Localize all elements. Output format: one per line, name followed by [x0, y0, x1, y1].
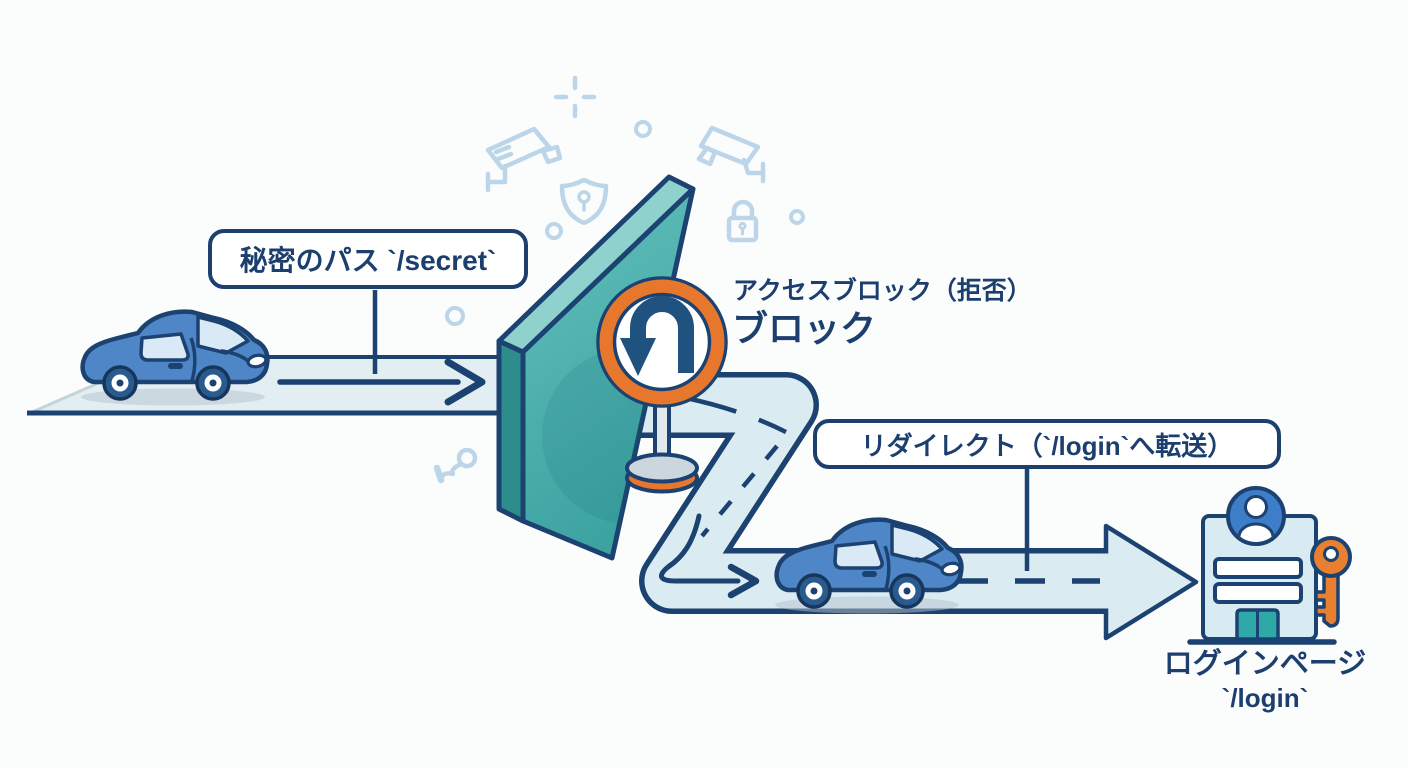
access-block-caption: アクセスブロック（拒否） — [733, 277, 1032, 305]
tiny-key-icon — [433, 447, 478, 484]
car-icon-redirected — [775, 520, 961, 614]
login-page-caption-line2: `/login` — [1221, 683, 1309, 714]
security-camera-icon-left — [485, 126, 563, 193]
redirect-label: リダイレクト（`/login`へ転送） — [813, 419, 1281, 469]
dot-ring-icons — [445, 120, 805, 326]
form-field-bar — [1213, 557, 1303, 579]
user-avatar-icon — [1226, 486, 1286, 546]
car-icon-approaching — [81, 312, 267, 406]
padlock-icon-small — [726, 199, 759, 243]
form-field-bar — [1213, 582, 1303, 604]
login-building-icon — [1187, 486, 1352, 645]
u-turn-sign-icon — [596, 276, 728, 494]
road-arrowhead — [1103, 523, 1199, 641]
block-title: ブロック — [732, 308, 877, 349]
sparkle-icon — [553, 75, 597, 119]
forward-arrow — [277, 358, 486, 406]
login-page-caption-line1: ログインページ — [1163, 648, 1367, 680]
login-page-caption: ログインページ `/login` — [1140, 646, 1390, 715]
secret-path-label: 秘密のパス `/secret` — [208, 229, 528, 289]
shield-keyhole-icon — [559, 177, 609, 226]
orange-key-icon — [1310, 536, 1352, 628]
security-camera-icon-right — [696, 125, 766, 184]
